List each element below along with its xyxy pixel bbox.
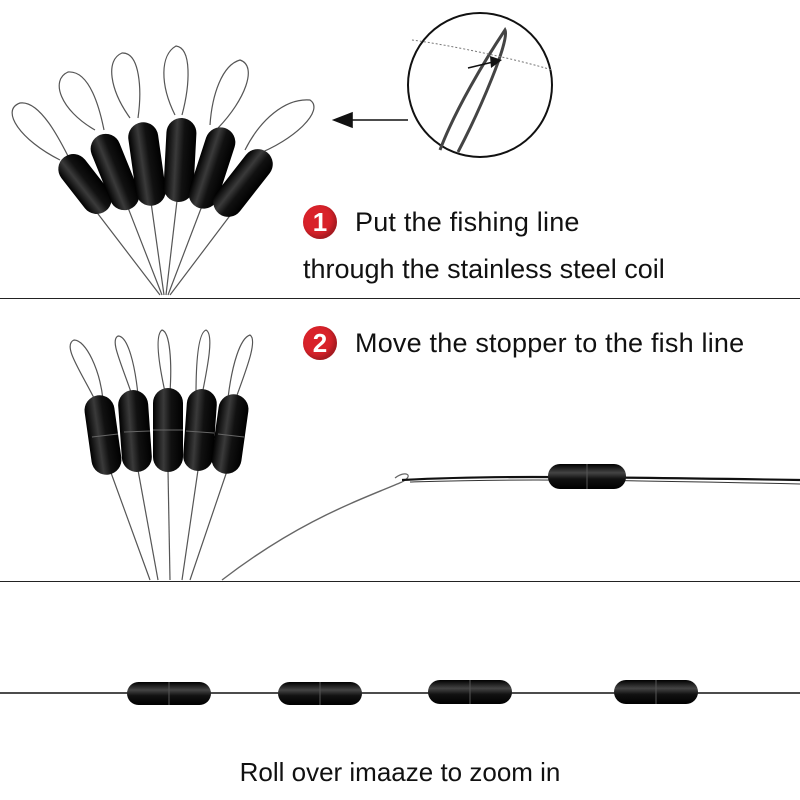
step-1-text: Put the fishing line — [355, 206, 580, 237]
inset-needle-detail — [407, 12, 553, 158]
step-number-badge: 2 — [303, 326, 337, 360]
step-1: 1 Put the fishing line — [303, 205, 580, 239]
step-2: 2 Move the stopper to the fish line — [303, 326, 744, 360]
zoom-hint: Roll over imaaze to zoom in — [239, 757, 561, 787]
pointer-arrow — [331, 111, 408, 129]
stopper-bodies-middle — [84, 388, 249, 475]
stopper-bodies-top — [58, 118, 273, 217]
step-number-badge: 1 — [303, 205, 337, 239]
section-divider-1 — [0, 298, 800, 299]
stopper-fan-top — [11, 45, 315, 296]
stopper-row-middle — [69, 329, 254, 581]
stopper-bands-middle — [91, 429, 245, 438]
step-2-text: Move the stopper to the fish line — [355, 327, 745, 358]
section-divider-2 — [0, 581, 800, 582]
step-1-text-line2: through the stainless steel coil — [303, 254, 665, 284]
line-with-stoppers — [0, 680, 800, 705]
threaded-line — [221, 464, 800, 581]
